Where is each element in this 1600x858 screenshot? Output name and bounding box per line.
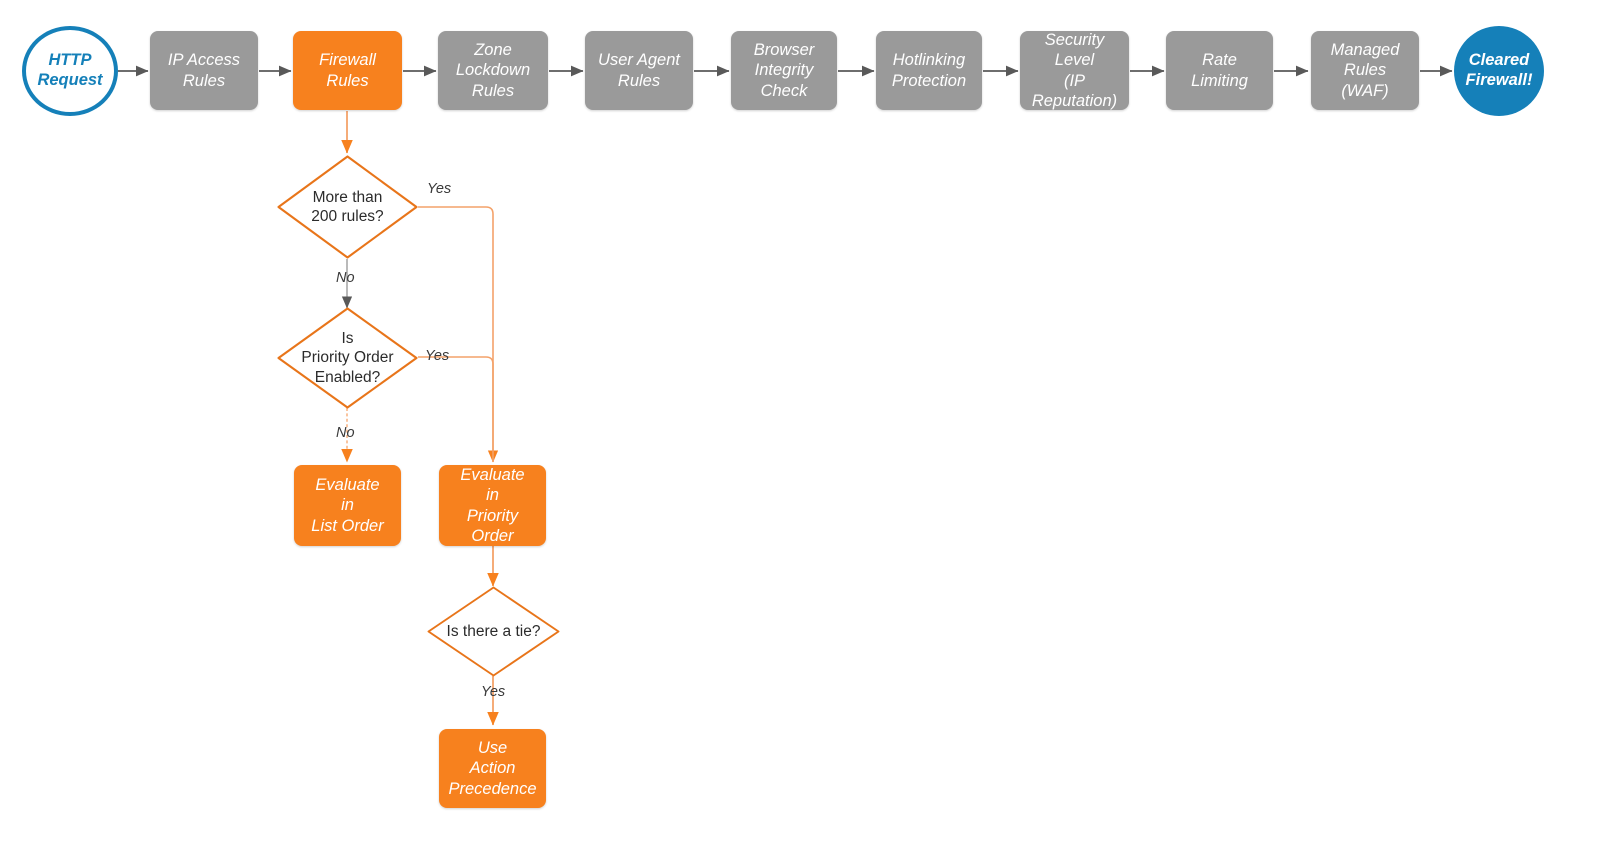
node-http-request-label: HTTP Request <box>37 51 103 89</box>
wire-priority-yes-to-priority-order <box>418 356 494 462</box>
decision-is-there-a-tie-label: Is there a tie? <box>446 622 541 640</box>
decision-is-priority-order-enabled-label: Is Priority Order Enabled? <box>301 329 394 386</box>
node-rate-limiting-label: Rate Limiting <box>1191 51 1248 90</box>
decision-is-priority-order-enabled[interactable]: Is Priority Order Enabled? <box>277 307 418 409</box>
node-managed-rules-waf-label: Managed Rules (WAF) <box>1330 41 1400 100</box>
node-security-level-label: Security Level (IP Reputation) <box>1031 31 1118 110</box>
edge-label-priority-no: No <box>336 425 355 441</box>
wire-more200-yes-to-priority-order <box>418 206 499 463</box>
node-zone-lockdown-rules[interactable]: Zone Lockdown Rules <box>438 31 548 110</box>
node-security-level[interactable]: Security Level (IP Reputation) <box>1020 31 1129 110</box>
node-user-agent-rules[interactable]: User Agent Rules <box>585 31 693 110</box>
node-zone-lockdown-rules-label: Zone Lockdown Rules <box>455 41 531 100</box>
node-browser-integrity-check-label: Browser Integrity Check <box>753 41 815 100</box>
node-ip-access-rules-label: IP Access Rules <box>167 51 241 90</box>
node-managed-rules-waf[interactable]: Managed Rules (WAF) <box>1311 31 1419 110</box>
node-hotlinking-protection[interactable]: Hotlinking Protection <box>876 31 982 110</box>
edge-label-more200-yes: Yes <box>427 181 452 197</box>
node-user-agent-rules-label: User Agent Rules <box>598 51 680 90</box>
decision-more-than-200-rules[interactable]: More than 200 rules? <box>277 155 418 259</box>
node-evaluate-in-priority-order[interactable]: Evaluate in Priority Order <box>439 465 546 546</box>
node-evaluate-in-list-order[interactable]: Evaluate in List Order <box>294 465 401 546</box>
node-cleared-firewall[interactable]: Cleared Firewall! <box>1454 26 1544 116</box>
edge-label-tie-yes: Yes <box>481 684 506 700</box>
diamond-shape-is-there-a-tie <box>427 586 560 677</box>
diamond-shape-priority-order <box>277 307 418 409</box>
diamond-shape-more-than-200 <box>277 155 418 259</box>
node-rate-limiting[interactable]: Rate Limiting <box>1166 31 1273 110</box>
node-use-action-precedence[interactable]: Use Action Precedence <box>439 729 546 808</box>
decision-is-there-a-tie[interactable]: Is there a tie? <box>427 586 560 677</box>
edge-label-priority-yes: Yes <box>425 348 450 364</box>
node-ip-access-rules[interactable]: IP Access Rules <box>150 31 258 110</box>
node-firewall-rules-label: Firewall Rules <box>319 51 376 90</box>
node-evaluate-in-priority-order-label: Evaluate in Priority Order <box>460 466 525 545</box>
node-evaluate-in-list-order-label: Evaluate in List Order <box>311 476 384 535</box>
node-hotlinking-protection-label: Hotlinking Protection <box>891 51 967 90</box>
edge-label-more200-no: No <box>336 270 355 286</box>
node-use-action-precedence-label: Use Action Precedence <box>448 739 537 798</box>
node-http-request[interactable]: HTTP Request <box>22 26 118 116</box>
node-browser-integrity-check[interactable]: Browser Integrity Check <box>731 31 837 110</box>
node-firewall-rules[interactable]: Firewall Rules <box>293 31 402 110</box>
node-cleared-firewall-label: Cleared Firewall! <box>1465 51 1533 89</box>
decision-more-than-200-rules-label: More than 200 rules? <box>311 188 384 225</box>
